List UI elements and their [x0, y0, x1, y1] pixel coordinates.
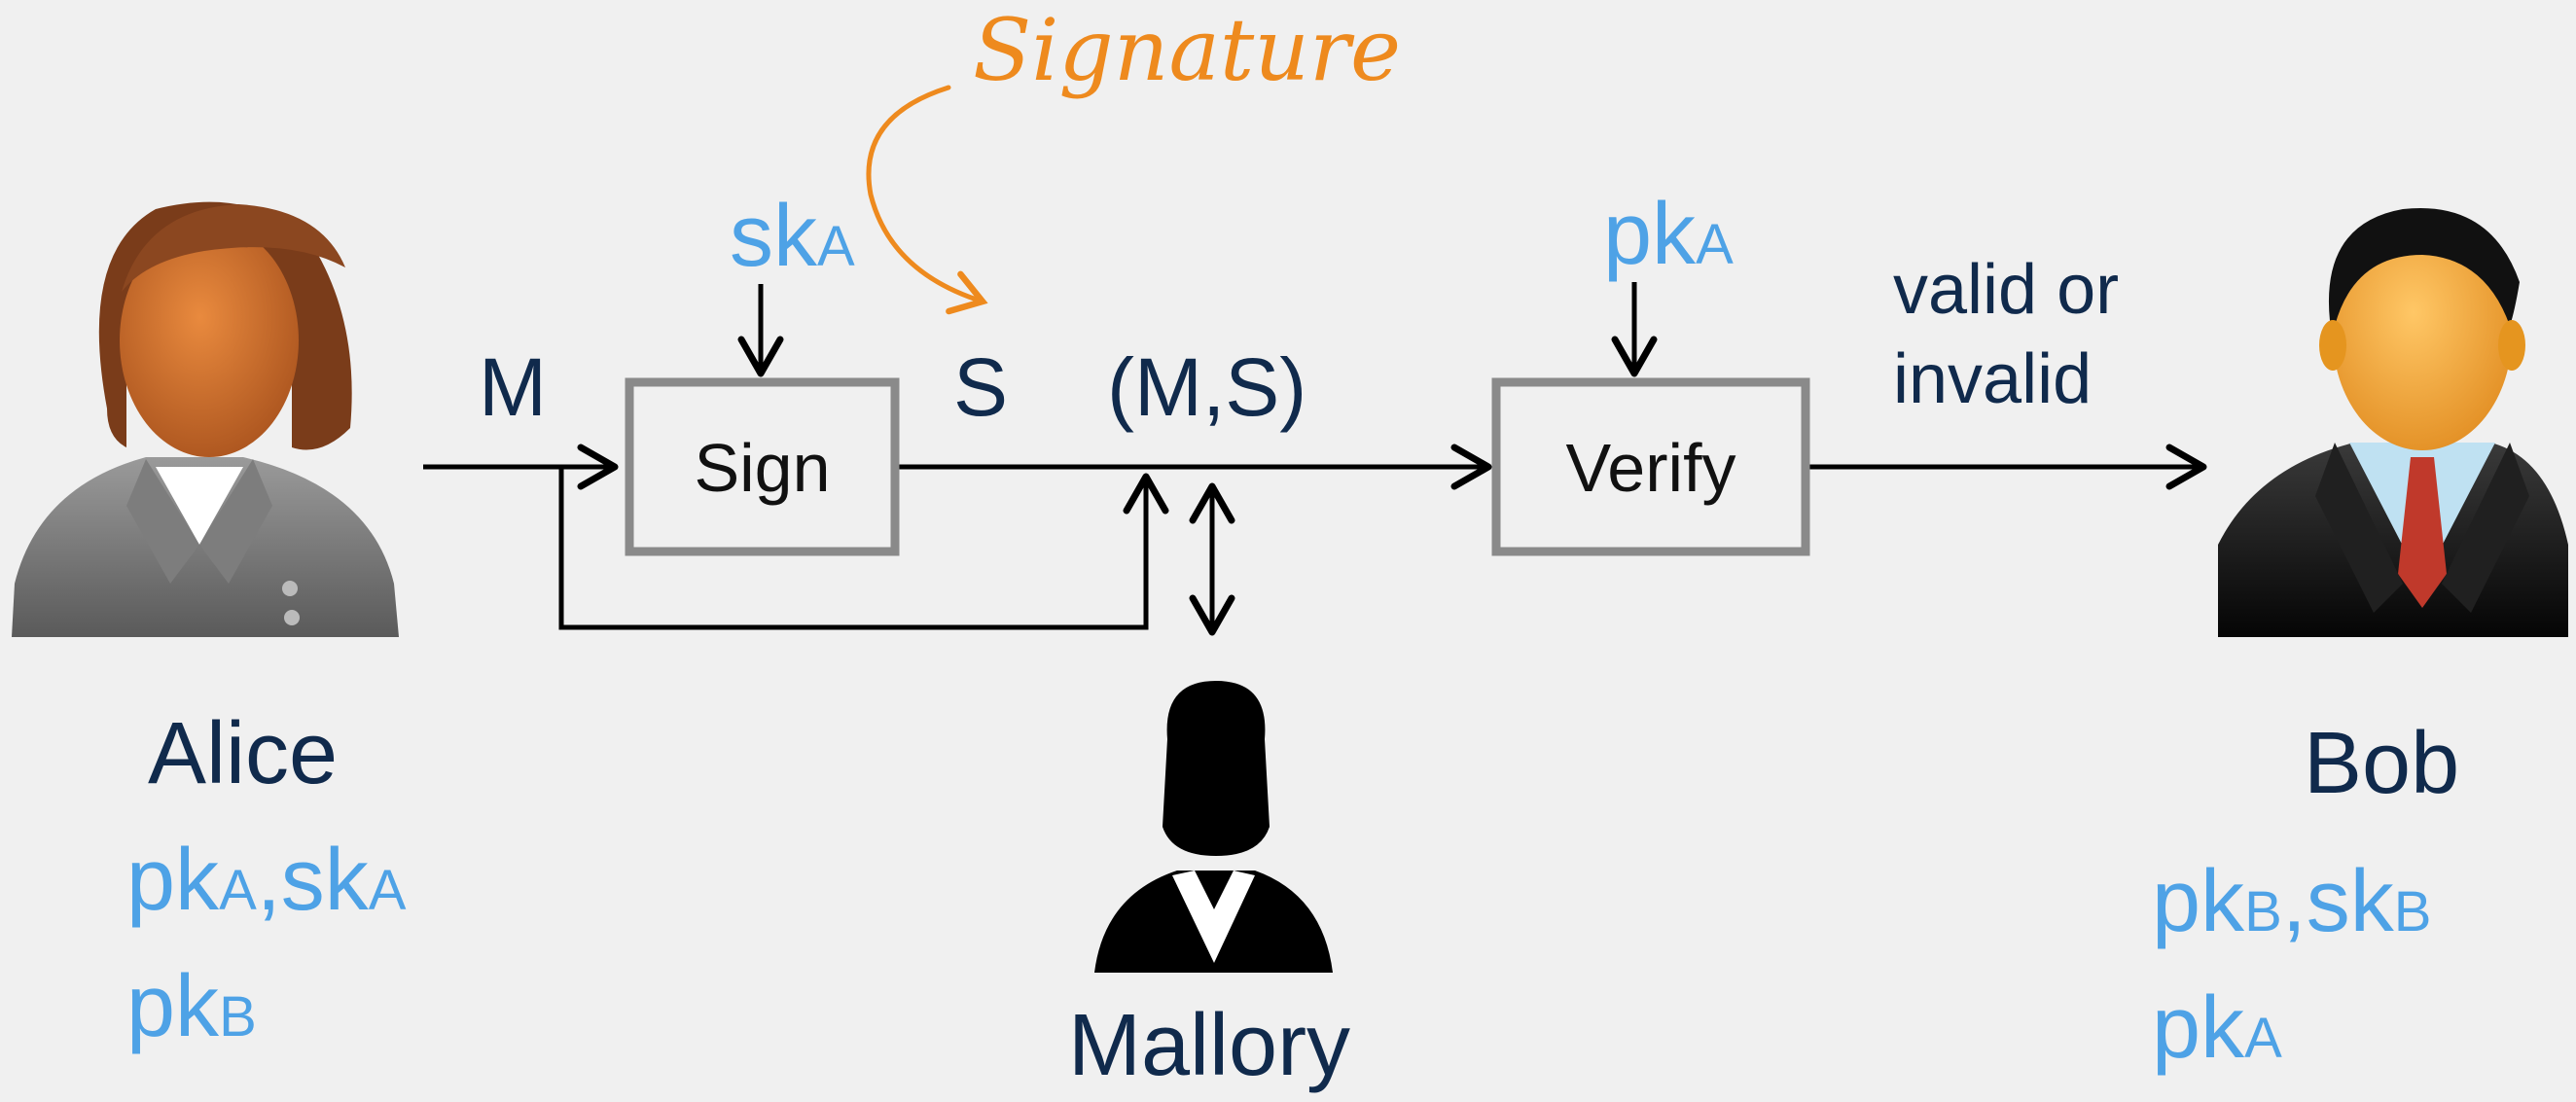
signature-annotation: Signature — [973, 0, 1402, 100]
message-label: M — [479, 341, 547, 433]
sign-box-label: Sign — [694, 430, 831, 506]
message-bypass-line — [558, 467, 1169, 630]
sign-key-label: skA — [730, 188, 855, 285]
verify-box — [1491, 377, 1810, 556]
sign-box — [625, 377, 900, 556]
signature-callout-arrow — [866, 85, 988, 315]
verify-key-label: pkA — [1603, 186, 1734, 283]
mallory-avatar-icon — [1094, 681, 1333, 973]
mallory-name: Mallory — [1068, 997, 1351, 1094]
alice-avatar-icon — [12, 201, 399, 637]
alice-known-key: pkB — [126, 958, 257, 1055]
message-signature-pair: (M,S) — [1107, 341, 1307, 433]
bob-name: Bob — [2304, 715, 2460, 812]
alice-name: Alice — [148, 705, 339, 802]
bob-keypair: pkB,skB — [2152, 853, 2432, 950]
signature-symbol: S — [953, 341, 1009, 433]
bob-known-key: pkA — [2152, 979, 2282, 1077]
alice-keypair: pkA,skA — [126, 832, 407, 929]
verification-result: valid or invalid — [1893, 251, 2120, 419]
bob-avatar-icon — [2218, 207, 2568, 637]
verify-box-label: Verify — [1565, 430, 1736, 506]
